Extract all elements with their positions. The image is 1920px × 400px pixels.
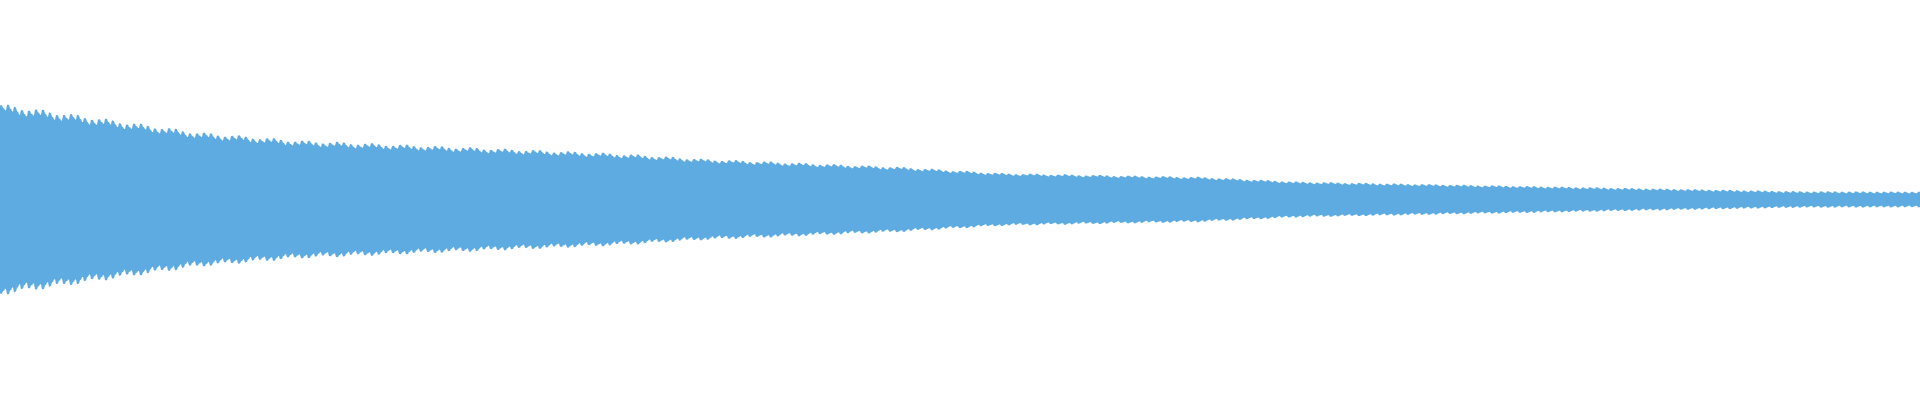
waveform-envelope	[0, 104, 1920, 295]
